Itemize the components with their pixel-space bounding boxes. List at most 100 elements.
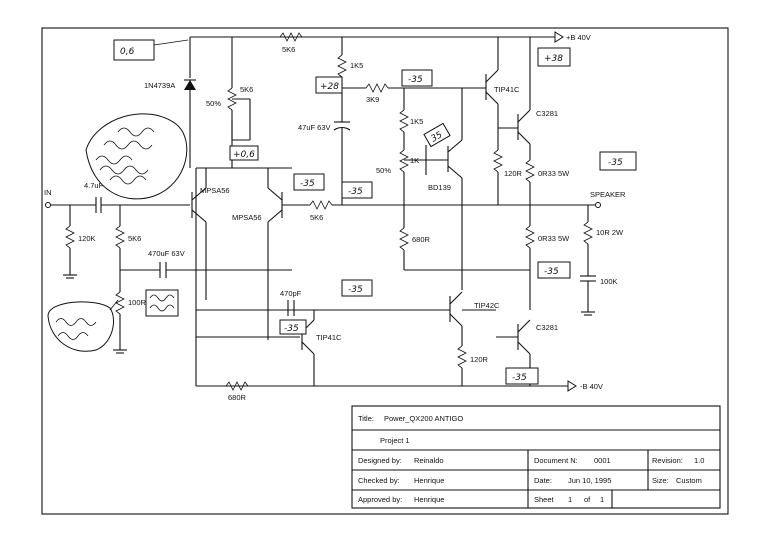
approved-by-label: Approved by:: [358, 495, 402, 504]
zener-label: 1N4739A: [144, 81, 175, 90]
note-35: 35: [423, 122, 451, 148]
note-minus35-d: -35: [599, 151, 637, 171]
svg-text:0,6: 0,6: [120, 47, 135, 57]
handwritten-ground-note: [145, 289, 179, 317]
note-plus06: +0,6: [229, 145, 259, 161]
pot-bias-pct: 50%: [206, 99, 221, 108]
r-100r-label: 100R: [128, 298, 147, 307]
r-1k5-vbe-label: 1K5: [410, 117, 423, 126]
note-minus35-c: -35: [341, 181, 373, 199]
r-emitter-top-label: 0R33 5W: [538, 169, 570, 178]
cap-47u-label: 47uF 63V: [298, 123, 331, 132]
note-minus35-b: -35: [293, 173, 325, 191]
sheet-label: Sheet: [534, 495, 555, 504]
q-tip41c-driver: TIP41C: [462, 37, 520, 150]
svg-text:-35: -35: [300, 179, 315, 189]
q-mpsa56-right-label: MPSA56: [232, 213, 262, 222]
size-value: Custom: [676, 476, 702, 485]
revision-value: 1.0: [694, 456, 704, 465]
r-120k-label: 120K: [78, 234, 96, 243]
q-tip41c-vas-label: TIP41C: [316, 333, 342, 342]
note-minus35-f: -35: [341, 279, 373, 297]
designed-by-value: Reinaldo: [414, 456, 444, 465]
handwritten-input-note: [47, 299, 119, 352]
note-minus35-h: -35: [505, 367, 539, 385]
note-plus38: +38: [537, 47, 571, 67]
r-1k5-top-label: 1K5: [350, 61, 363, 70]
cap-470u: 470uF 63V: [120, 249, 292, 278]
input-node: IN 4.7uF 63V: [44, 181, 190, 213]
r-680r-mid-label: 680R: [412, 235, 431, 244]
r-3k9-label: 3K9: [366, 95, 379, 104]
title-value: Power_QX200 ANTIGO: [384, 414, 463, 423]
q-c3281-bottom-label: C3281: [536, 323, 558, 332]
vbe-multiplier: 1K5 1K 50% 680R: [376, 88, 530, 271]
pot-bias: 5K6 50%: [206, 37, 253, 141]
approved-by-value: Henrique: [414, 495, 444, 504]
speaker-label: SPEAKER: [590, 190, 626, 199]
r-120k: 120K: [63, 205, 96, 279]
r-top-feedback: 5K6: [279, 32, 303, 54]
r-zobel-label: 10R 2W: [596, 228, 624, 237]
svg-text:-35: -35: [284, 324, 299, 334]
sheet-value: 1: [568, 495, 572, 504]
negative-supply-label: -B 40V: [580, 382, 603, 391]
note-06: 0,6: [113, 39, 189, 61]
q-mpsa56-left: MPSA56: [191, 168, 230, 300]
vas-stage: 470pF TIP41C: [196, 289, 450, 386]
r-emitter-bottom-label: 0R33 5W: [538, 234, 570, 243]
r-emitter-top: 0R33 5W: [525, 159, 570, 205]
c-zobel-label: 100K: [600, 277, 618, 286]
r-top-feedback-label: 5K6: [282, 45, 295, 54]
date-value: Jun 10, 1995: [568, 476, 611, 485]
zener-1n4739a: 1N4739A: [144, 37, 196, 168]
sheet-border: [41, 27, 729, 515]
pot-1k-label: 1K: [410, 156, 419, 165]
date-label: Date:: [534, 476, 552, 485]
handwritten-explode-note: [85, 113, 188, 200]
svg-text:-35: -35: [348, 285, 363, 295]
of-value: 1: [600, 495, 604, 504]
q-c3281-top: C3281: [498, 37, 558, 160]
r-3k9: 3K9: [342, 83, 462, 104]
revision-label: Revision:: [652, 456, 683, 465]
svg-text:-35: -35: [608, 158, 623, 168]
designed-by-label: Designed by:: [358, 456, 402, 465]
r-5k6-base: 5K6: [115, 205, 141, 292]
note-minus35-g: -35: [279, 319, 307, 335]
speaker-output: SPEAKER 10R 2W 100K: [580, 190, 626, 316]
title-block: Title: Power_QX200 ANTIGO Project 1 Desi…: [351, 405, 721, 509]
r-100r: 100R: [113, 291, 147, 354]
r-120r-top: 120R: [493, 149, 523, 205]
r-120r-bottom-label: 120R: [470, 355, 489, 364]
checked-by-label: Checked by:: [358, 476, 400, 485]
r-5k6-feedback-label: 5K6: [310, 213, 323, 222]
size-label: Size:: [652, 476, 669, 485]
input-label: IN: [44, 188, 52, 197]
document-label: Document N:: [534, 456, 578, 465]
svg-text:-35: -35: [408, 75, 423, 85]
q-bd139: BD139: [426, 88, 463, 290]
r-5k6-feedback: 5K6: [309, 200, 596, 222]
r-120r-top-label: 120R: [504, 169, 523, 178]
cap-470p-label: 470pF: [280, 289, 302, 298]
q-tip42c-driver: TIP42C: [449, 291, 500, 346]
r-680r-bottom: 680R: [225, 381, 249, 402]
title-label: Title:: [358, 414, 374, 423]
svg-text:-35: -35: [544, 267, 559, 277]
r-5k6-base-label: 5K6: [128, 234, 141, 243]
checked-by-value: Henrique: [414, 476, 444, 485]
q-tip42c-label: TIP42C: [474, 301, 500, 310]
r-120r-bottom: 120R: [457, 345, 489, 386]
svg-text:-35: -35: [512, 373, 527, 383]
q-bd139-label: BD139: [428, 183, 451, 192]
note-minus35-a: -35: [401, 69, 433, 87]
pot-bias-label: 5K6: [240, 85, 253, 94]
r-680r-bottom-label: 680R: [228, 393, 247, 402]
q-mpsa56-right: MPSA56: [232, 168, 310, 340]
svg-text:+28: +28: [320, 82, 339, 92]
pot-1k-pct: 50%: [376, 166, 391, 175]
r-emitter-bottom: 0R33 5W: [525, 205, 570, 310]
document-value: 0001: [594, 456, 611, 465]
